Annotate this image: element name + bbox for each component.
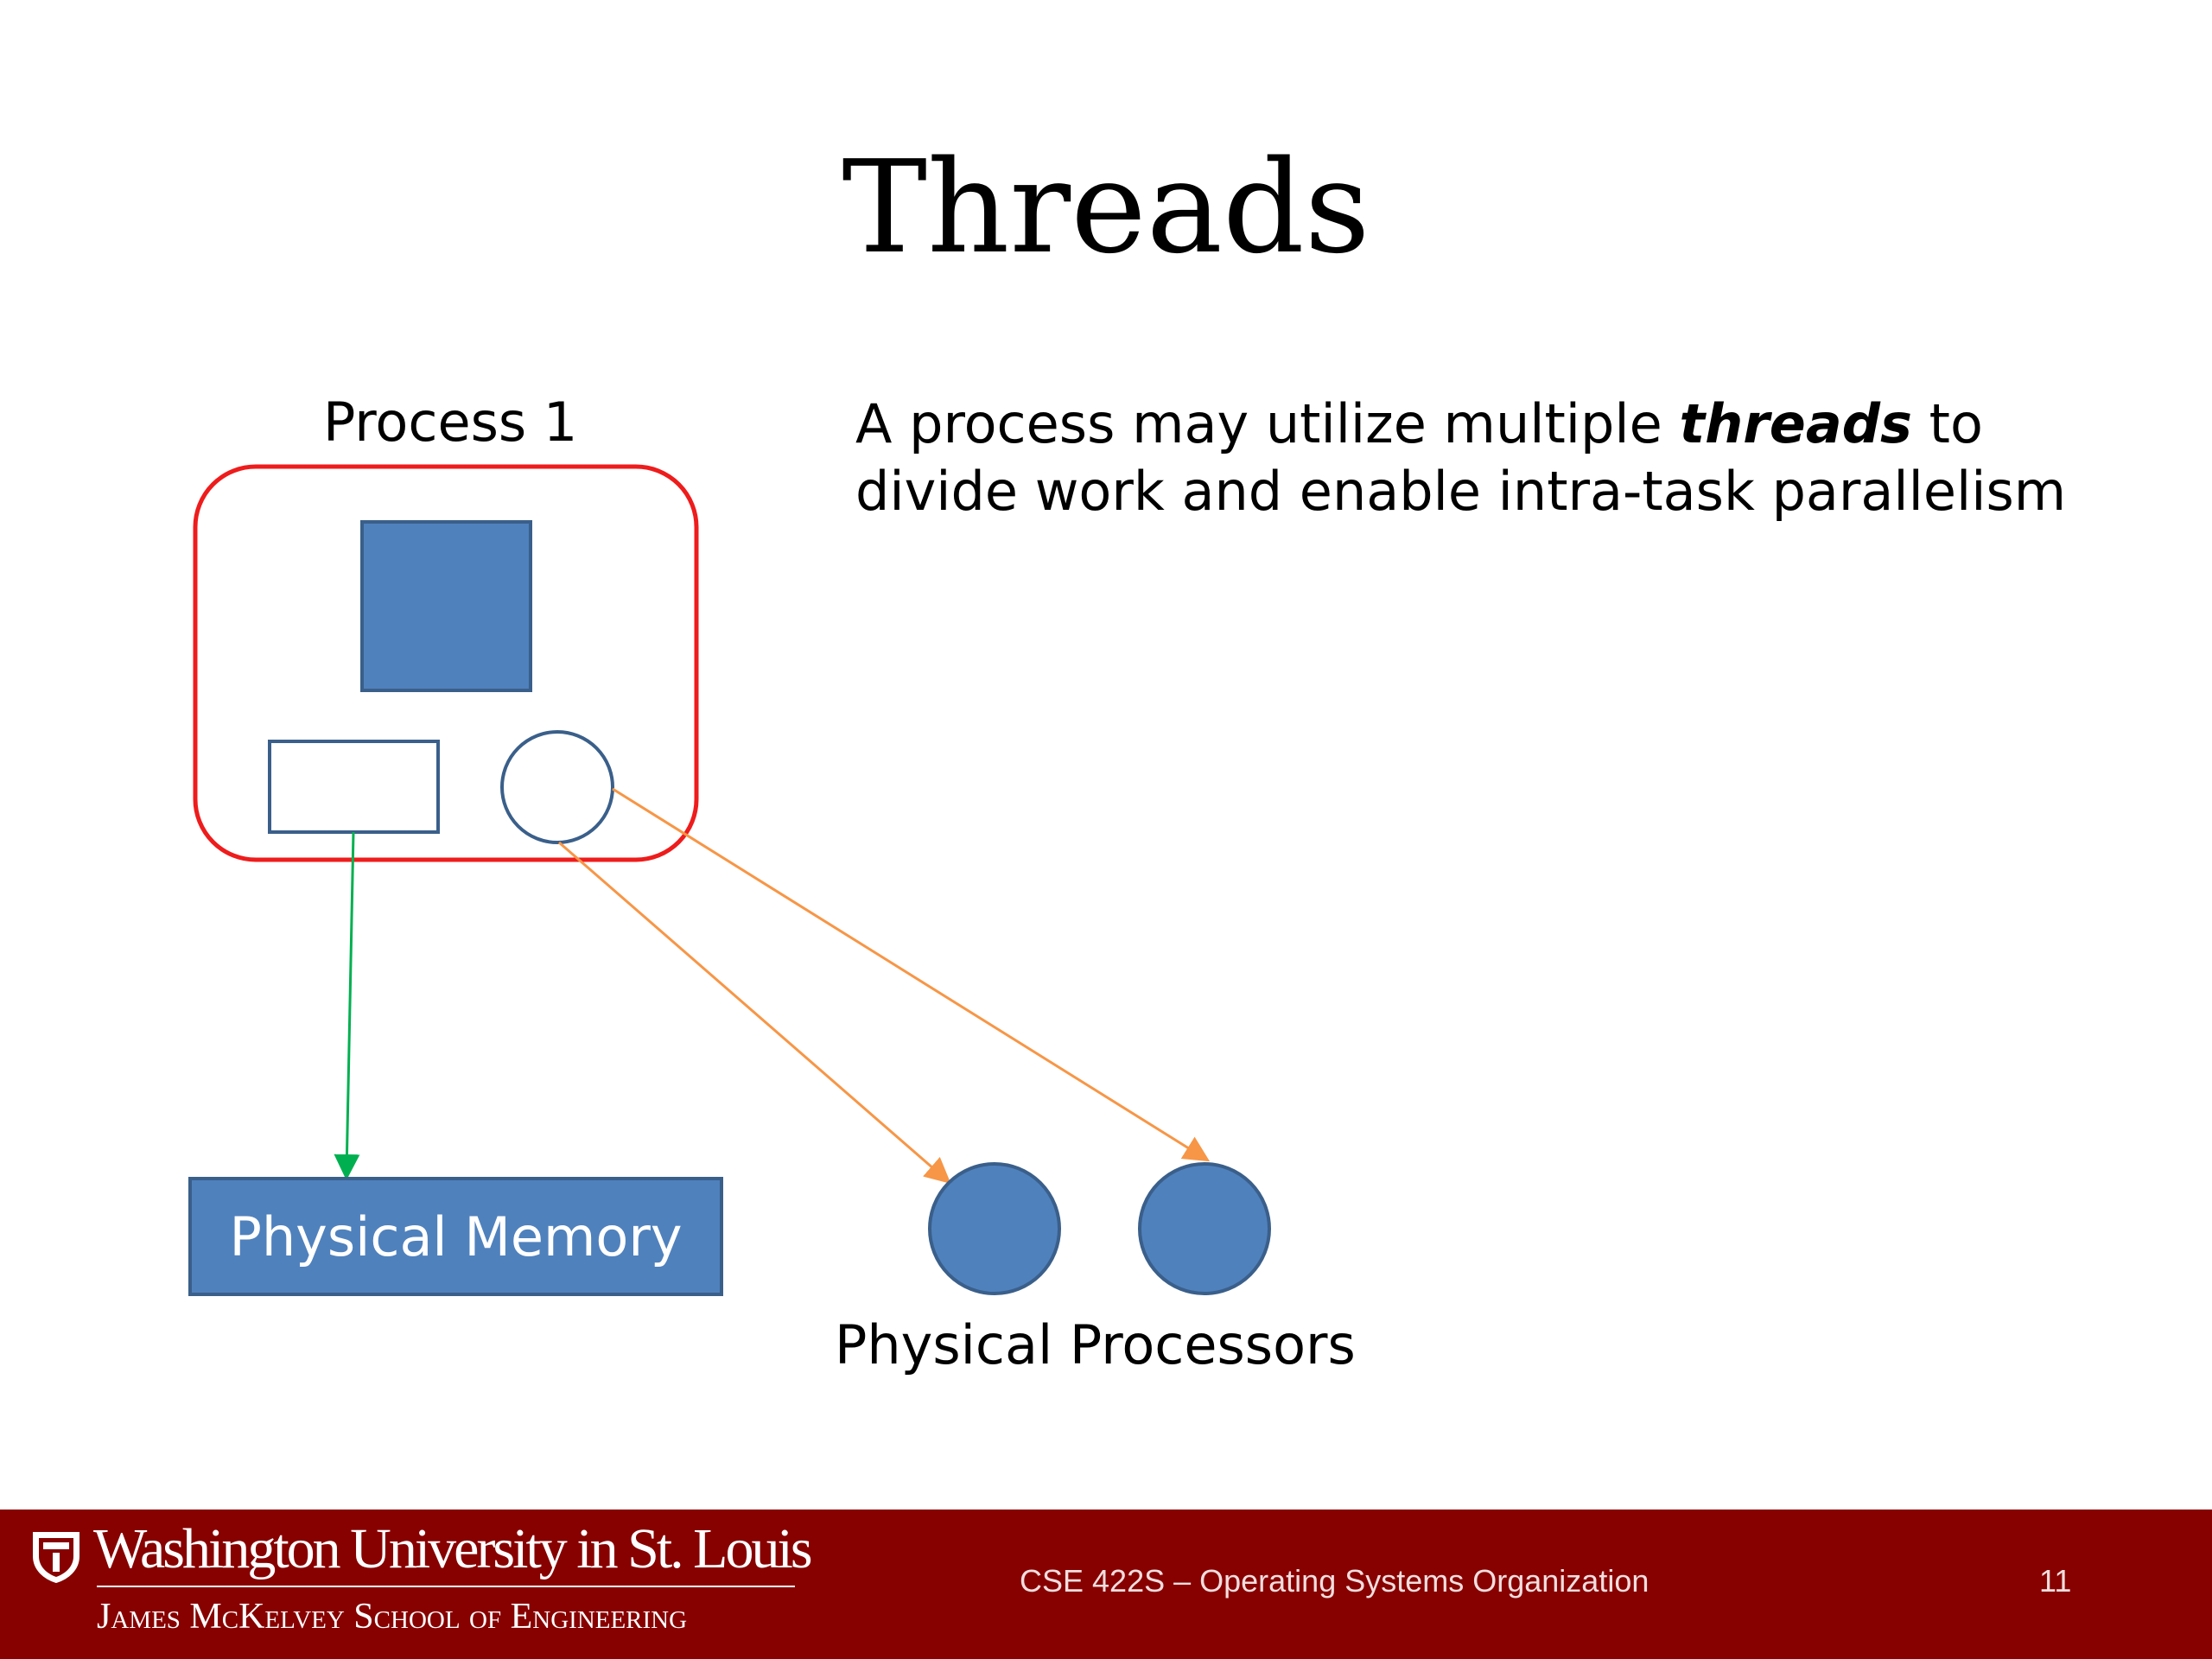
physical-memory-block <box>188 1177 723 1296</box>
process-label: Process 1 <box>323 391 578 454</box>
logo-divider <box>97 1586 795 1587</box>
physical-processor-1 <box>928 1162 1061 1295</box>
description-line-1-suffix: to <box>1911 392 1983 455</box>
process-boundary <box>193 464 699 862</box>
memory-mapping-block <box>268 740 440 834</box>
physical-processors-label: Physical Processors <box>835 1313 1356 1376</box>
shield-icon <box>33 1532 79 1584</box>
code-block <box>360 520 532 692</box>
thread-circle <box>500 730 614 844</box>
course-title: CSE 422S – Operating Systems Organizatio… <box>1020 1563 1649 1599</box>
slide-title: Threads <box>842 133 1370 282</box>
page-number: 11 <box>2039 1563 2072 1599</box>
physical-memory-label: Physical Memory <box>229 1205 683 1268</box>
memory-arrow <box>334 831 360 1180</box>
university-logo: Washington University in St. Louis <box>93 1517 813 1580</box>
processor-arrow-1 <box>558 841 951 1184</box>
threads-emphasis: threads <box>1679 392 1912 455</box>
school-name: James McKelvey School of Engineering <box>97 1597 688 1637</box>
footer-bar: Washington University in St. Louis James… <box>0 1510 2212 1659</box>
description-line-2: divide work and enable intra-task parall… <box>855 460 2067 523</box>
description-line-1: A process may utilize multiple threads t… <box>855 391 2066 458</box>
description-text: A process may utilize multiple threads t… <box>855 391 2066 525</box>
description-line-1-prefix: A process may utilize multiple <box>855 392 1680 455</box>
processor-arrow-2 <box>612 787 1211 1162</box>
physical-processor-2 <box>1138 1162 1271 1295</box>
